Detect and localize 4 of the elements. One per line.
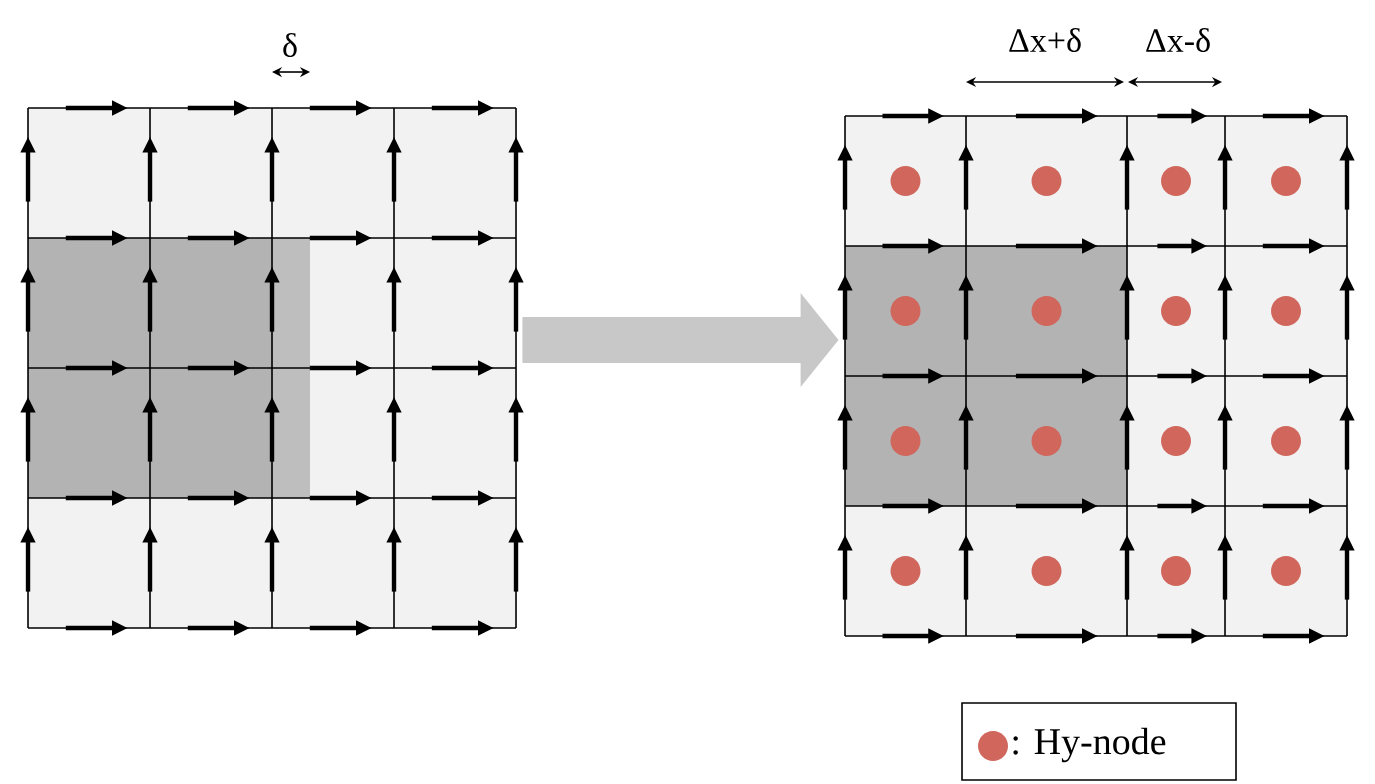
dimension-label: Δx+δ bbox=[1009, 28, 1081, 53]
dimension-label: δ bbox=[283, 33, 297, 58]
dimension-label: Δx-δ bbox=[1146, 28, 1210, 53]
legend-text: : Hy-node bbox=[1013, 727, 1166, 763]
